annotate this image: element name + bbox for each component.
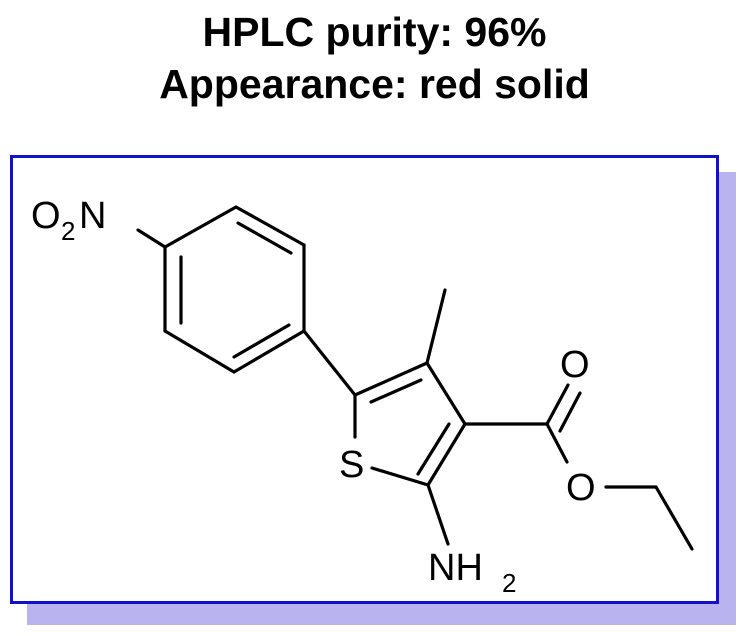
bond-benzene-thiophene xyxy=(302,329,357,397)
bond-ch2-ch3 xyxy=(654,485,694,551)
bond-c3-c2-inner xyxy=(416,422,451,476)
bond-benzene-5 xyxy=(163,329,236,374)
structure-frame xyxy=(10,155,719,604)
bond-benzene-2 xyxy=(234,205,306,247)
bonds xyxy=(136,205,694,551)
bond-carbonyl-o-1 xyxy=(545,383,570,426)
bond-c3-c2 xyxy=(426,422,467,487)
atom-nitro-subscript: 2 xyxy=(61,216,75,246)
atom-amine-subscript: 2 xyxy=(502,568,516,598)
bond-c2-s xyxy=(370,466,430,487)
atom-amine-nh: NH xyxy=(428,547,483,589)
bond-nitro-benzene xyxy=(136,228,167,249)
bond-c2-amine xyxy=(426,483,450,546)
atom-carbonyl-oxygen: O xyxy=(560,344,590,386)
bond-benzene-inner-2 xyxy=(232,323,291,359)
bond-benzene-1 xyxy=(163,205,238,249)
appearance-text: Appearance: red solid xyxy=(159,61,590,107)
bond-c5-c4-inner xyxy=(369,378,423,404)
compound-info-header: HPLC purity: 96% Appearance: red solid xyxy=(0,6,749,110)
atom-sulfur: S xyxy=(339,444,364,486)
bond-carbonyl-o-2 xyxy=(558,391,582,433)
atom-ester-oxygen: O xyxy=(566,467,596,509)
bond-benzene-4 xyxy=(232,329,306,374)
hplc-purity-text: HPLC purity: 96% xyxy=(202,9,547,55)
atom-nitro-n: N xyxy=(79,195,106,237)
atom-nitro-o: O xyxy=(31,195,61,237)
bond-carbonyl-ester-o xyxy=(545,422,569,464)
bond-methyl xyxy=(425,288,447,365)
bond-benzene-inner-1 xyxy=(236,221,293,255)
bond-c5-c4 xyxy=(353,361,429,397)
bond-c4-c3 xyxy=(425,361,467,426)
